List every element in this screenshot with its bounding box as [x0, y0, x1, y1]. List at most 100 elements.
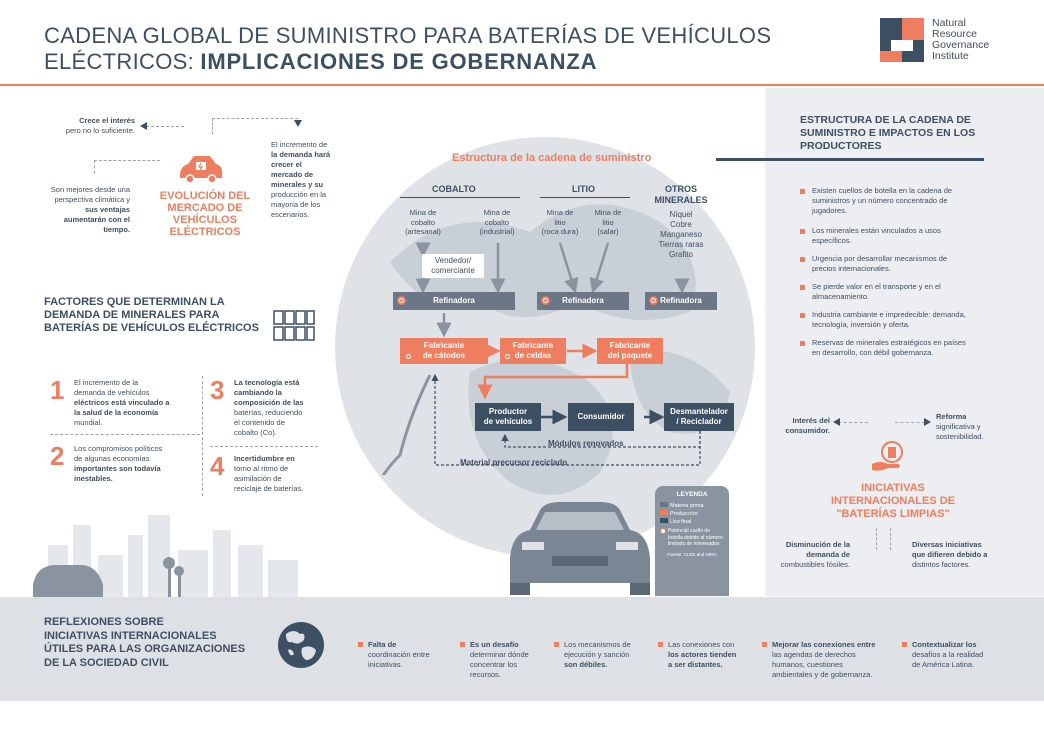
- factor-line: asimilación de: [234, 474, 282, 483]
- note-line: sus ventajas: [84, 205, 130, 214]
- factor-line: de algunas economías: [74, 454, 150, 463]
- bullet-icon: [800, 285, 805, 290]
- title-line: ELÉCTRICOS: [169, 226, 241, 238]
- box-line: de celdas: [514, 351, 552, 360]
- mine-line: Mina de: [409, 208, 437, 217]
- refinery-lithium: Refinadora: [537, 292, 629, 310]
- bullet-icon: [800, 189, 805, 194]
- title-line: BATERÍAS DE VEHÍCULOS ELÉCTRICOS: [44, 322, 259, 334]
- reflection-line: recursos.: [470, 670, 501, 679]
- bullet-line: Los minerales están vinculados a usos: [812, 226, 941, 235]
- title-line: ÚTILES PARA LAS ORGANIZACIONES: [44, 643, 246, 655]
- bullet-icon: [358, 642, 363, 647]
- dash-connector: [94, 160, 160, 161]
- bullet-line: específicos.: [812, 236, 852, 245]
- reflection-line: Los mecanismos de: [564, 640, 631, 649]
- title-line: PRODUCTORES: [800, 140, 882, 152]
- note-line: que difieren debido a: [912, 550, 988, 559]
- reflection-line: ejecución y sanción: [564, 650, 630, 659]
- title-line: DE LA SOCIEDAD CIVIL: [44, 656, 169, 669]
- bullet-line: tecnología, inversión y oferta.: [812, 320, 910, 329]
- mineral: Cobre: [670, 220, 692, 229]
- mineral: Grafito: [668, 250, 693, 259]
- car-illustration: [510, 502, 650, 595]
- factor-number: 1: [50, 375, 65, 405]
- note-line: El incremento de: [271, 140, 328, 149]
- bottleneck-icon: [397, 296, 406, 305]
- factors-title: FACTORES QUE DETERMINAN LA DEMANDA DE MI…: [44, 296, 259, 335]
- box-line: Fabricante: [609, 341, 651, 350]
- fossil-demand-note: Disminución de la demanda de combustible…: [770, 540, 850, 570]
- trader-box: Vendedor/ comerciante: [422, 254, 484, 278]
- factor-line: eléctricos está vinculado a: [74, 398, 170, 407]
- note-line: Reforma: [936, 412, 967, 421]
- refinery-others: Refinadora: [645, 292, 717, 310]
- bullet-line: Reservas de minerales estratégicos en pa…: [812, 338, 966, 347]
- dash-connector: [876, 528, 877, 550]
- legend-label: Potencial cuello de botella debido al nú…: [668, 528, 723, 547]
- reflection-text: Contextualizar los desafíos a la realida…: [912, 640, 983, 670]
- reflection-text: Es un desafío determinar dónde concentra…: [470, 640, 529, 680]
- legend-swatch: [660, 510, 668, 515]
- bullet-icon: [800, 313, 805, 318]
- factor-text: La tecnología está cambiando la composic…: [234, 378, 324, 438]
- box-line: Fabricante: [423, 341, 465, 350]
- factor-line: inestables.: [74, 474, 113, 483]
- note-line: mayoría de los: [271, 200, 321, 209]
- recycled-precursor-label: Material precursor reciclado: [460, 458, 568, 467]
- factor-line: reciclaje de baterías.: [234, 484, 304, 493]
- note-line: significativa y: [936, 422, 981, 431]
- box-line: de cátodos: [422, 351, 466, 360]
- note-line: tiempo.: [103, 225, 130, 234]
- bullet-line: Urgencia por desarrollar mecanismos de: [812, 254, 948, 263]
- supply-chain-title: Estructura de la cadena de suministro: [452, 152, 652, 164]
- bottom-bar: [0, 597, 1044, 701]
- arrowhead: [140, 122, 147, 130]
- legend-swatch: [660, 502, 668, 507]
- consumer-box: Consumidor: [568, 403, 634, 431]
- note-line: sostenibilidad.: [936, 432, 984, 441]
- bullet-icon: [554, 642, 559, 647]
- bullet-line: suministros y un número concentrado de: [812, 196, 948, 205]
- trader-line: comerciante: [431, 266, 475, 275]
- dash-connector: [94, 160, 95, 174]
- reflection-line: determinar dónde: [470, 650, 529, 659]
- note-line: Crece el interés: [79, 116, 135, 125]
- title-line: DEMANDA DE MINERALES PARA: [44, 309, 220, 321]
- box-line: / Reciclador: [676, 417, 722, 426]
- note-line: consumidor.: [785, 426, 830, 435]
- reflection-text: Los mecanismos de ejecución y sanción so…: [564, 640, 631, 670]
- mine-line: (roca dura): [541, 227, 579, 236]
- title-line: SUMINISTRO E IMPACTOS EN LOS: [800, 127, 976, 139]
- dash-connector: [838, 422, 868, 423]
- consumer-interest: Interés del consumidor.: [780, 416, 830, 436]
- other-minerals-list: Níquel Cobre Manganeso Tierras raras Gra…: [650, 210, 712, 260]
- logo-text-line: Governance: [932, 39, 990, 51]
- right-panel: [765, 88, 1044, 596]
- title-line: MERCADO DE: [167, 202, 243, 214]
- legend-item-bottleneck: Potencial cuello de botella debido al nú…: [660, 528, 724, 548]
- label-line: MINERALES: [654, 195, 708, 205]
- factor-line: el contenido de: [234, 418, 285, 427]
- diverse-initiatives-note: Diversas iniciativas que difieren debido…: [912, 540, 1004, 570]
- factor-number: 4: [210, 451, 225, 481]
- label-line: OTROS: [664, 184, 697, 194]
- mine-line: (artesanal): [405, 227, 441, 236]
- legend-item-raw: Materia prima: [660, 502, 724, 510]
- mine-line: Mina de: [483, 208, 511, 217]
- header-divider: [0, 84, 1044, 86]
- bullet-line: precios internacionales.: [812, 264, 891, 273]
- others-label: OTROS MINERALES: [650, 184, 712, 206]
- factor-line: baterías, reduciendo: [234, 408, 303, 417]
- reflection-line: iniciativas.: [368, 660, 403, 669]
- note-line: producción en la: [271, 190, 327, 199]
- factor-line: torno al ritmo de: [234, 464, 289, 473]
- box-line: Fabricante: [512, 341, 554, 350]
- factor-text: El incremento de la demanda de vehículos…: [74, 378, 194, 428]
- mineral: Níquel: [669, 210, 693, 219]
- renewed-modules-label: Módulos renovados: [548, 439, 624, 448]
- reflection-line: las agendas de derechos: [772, 650, 856, 659]
- factor-text: Los compromisos políticos de algunas eco…: [74, 444, 194, 484]
- note-line: crecer el: [271, 160, 302, 169]
- bullet-line: almacenamiento.: [812, 292, 870, 301]
